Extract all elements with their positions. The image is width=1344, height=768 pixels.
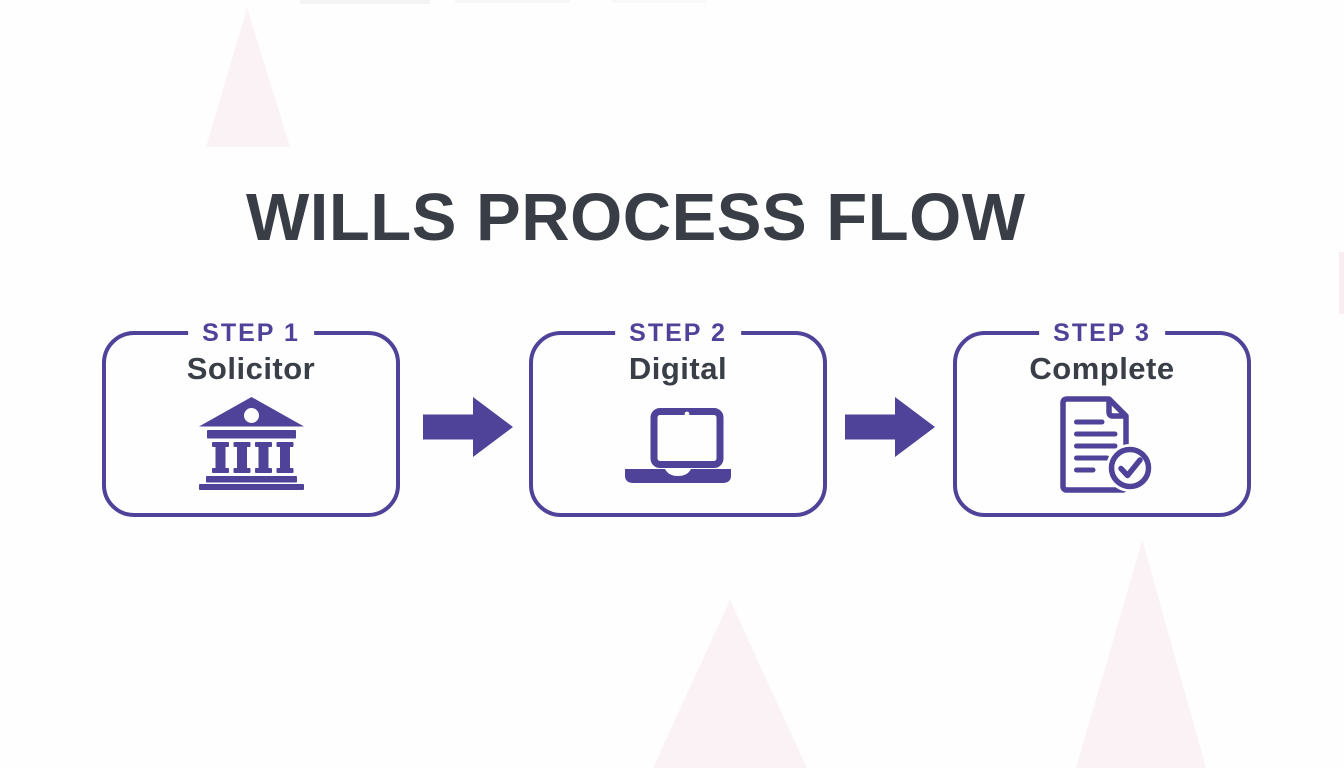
laptop-icon (533, 408, 823, 484)
step-name: Digital (628, 351, 728, 386)
step-number-label: STEP 3 (1039, 317, 1165, 349)
arrow-right-icon (423, 397, 513, 457)
step-box-digital: STEP 2 Digital (529, 317, 827, 517)
watermark-edge-sliver (1339, 252, 1344, 314)
page-title: WILLS PROCESS FLOW (246, 179, 1026, 255)
step-box-complete: STEP 3 Complete (953, 317, 1251, 517)
step-name: Complete (1029, 351, 1175, 386)
step-number-label: STEP 1 (188, 317, 314, 349)
watermark-triangle-bottom (653, 600, 807, 768)
cropped-edge-artifact (612, 0, 707, 3)
document-check-icon (957, 396, 1247, 494)
cropped-edge-artifact (300, 0, 430, 4)
watermark-triangle-right (1076, 540, 1206, 768)
arrow-right-icon (845, 397, 935, 457)
watermark-triangle-top (206, 8, 290, 147)
cropped-edge-artifact (455, 0, 570, 3)
step-name: Solicitor (186, 351, 316, 386)
step-number-label: STEP 2 (615, 317, 741, 349)
bank-icon (106, 397, 396, 490)
step-box-solicitor: STEP 1 Solicitor (102, 317, 400, 517)
